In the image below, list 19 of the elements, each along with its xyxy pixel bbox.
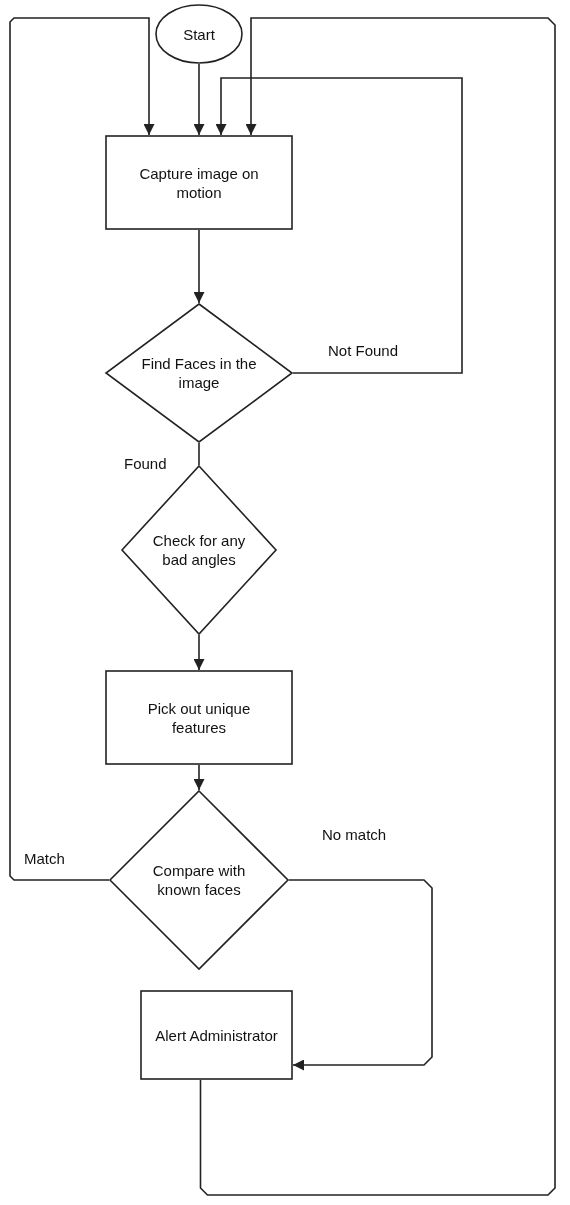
arrow [199, 17, 556, 1196]
node-label: Start [183, 24, 215, 44]
node-label: Find Faces in the image [140, 354, 258, 392]
node-label: Alert Administrator [155, 1025, 278, 1045]
arrow [193, 634, 205, 671]
arrow [193, 764, 205, 791]
edge-label: Match [22, 850, 67, 867]
arrow [193, 229, 205, 304]
arrow [193, 63, 205, 136]
edge-label: Not Found [326, 342, 401, 359]
arrow [215, 77, 463, 374]
node-label: Capture image on motion [138, 163, 260, 202]
edge-label: No match [320, 826, 389, 843]
arrow [9, 17, 155, 881]
node-label: Compare with known faces [151, 861, 247, 899]
node-label: Check for any bad angles [151, 531, 247, 569]
node-label: Pick out unique features [146, 698, 252, 737]
arrow [288, 879, 433, 1071]
edge-label: Found [122, 455, 169, 472]
